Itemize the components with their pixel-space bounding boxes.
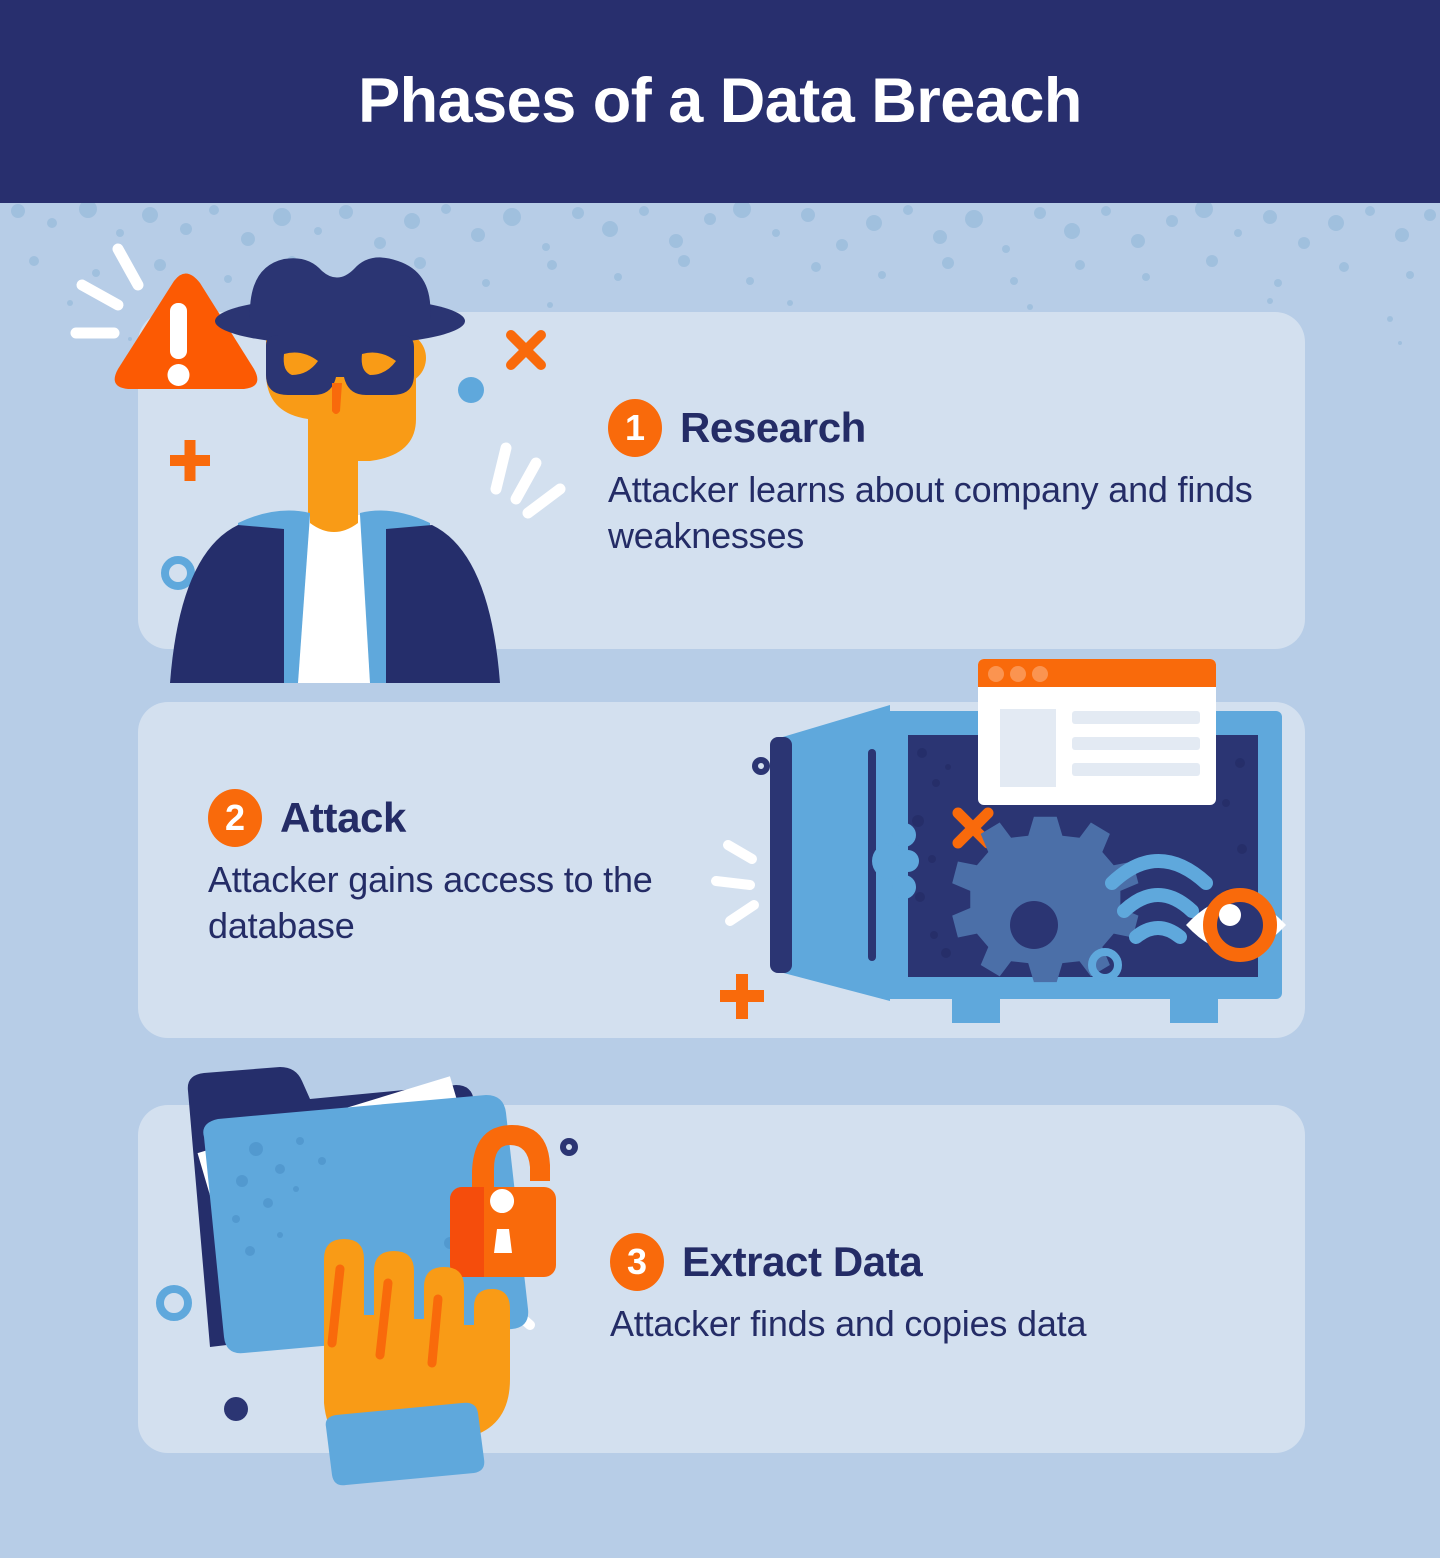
step-text-attack: 2 Attack Attacker gains access to the da… bbox=[208, 789, 728, 949]
browser-title-bar bbox=[978, 659, 1216, 687]
step-description-1: Attacker learns about company and finds … bbox=[608, 469, 1253, 557]
step-number-badge-2: 2 bbox=[208, 789, 262, 847]
step-text-research: 1 Research Attacker learns about company… bbox=[608, 399, 1288, 559]
sparkle-rays-icon bbox=[70, 243, 144, 339]
step-description-3: Attacker finds and copies data bbox=[610, 1303, 1087, 1344]
step-title-1: Research bbox=[680, 404, 866, 451]
step-title-3: Extract Data bbox=[682, 1238, 923, 1285]
step-number-badge-1: 1 bbox=[608, 399, 662, 457]
step-heading-research: 1 Research bbox=[608, 399, 1288, 457]
step-heading-extract-data: 3 Extract Data bbox=[610, 1233, 1290, 1291]
step-text-extract-data: 3 Extract Data Attacker finds and copies… bbox=[610, 1233, 1290, 1347]
page-body: 1 Research Attacker learns about company… bbox=[0, 203, 1440, 1558]
step-heading-attack: 2 Attack bbox=[208, 789, 728, 847]
browser-traffic-lights bbox=[988, 666, 1048, 682]
page-header: Phases of a Data Breach bbox=[0, 0, 1440, 203]
page-title: Phases of a Data Breach bbox=[358, 66, 1082, 136]
step-title-2: Attack bbox=[280, 794, 406, 841]
step-description-2: Attacker gains access to the database bbox=[208, 859, 653, 947]
step-number-badge-3: 3 bbox=[610, 1233, 664, 1291]
